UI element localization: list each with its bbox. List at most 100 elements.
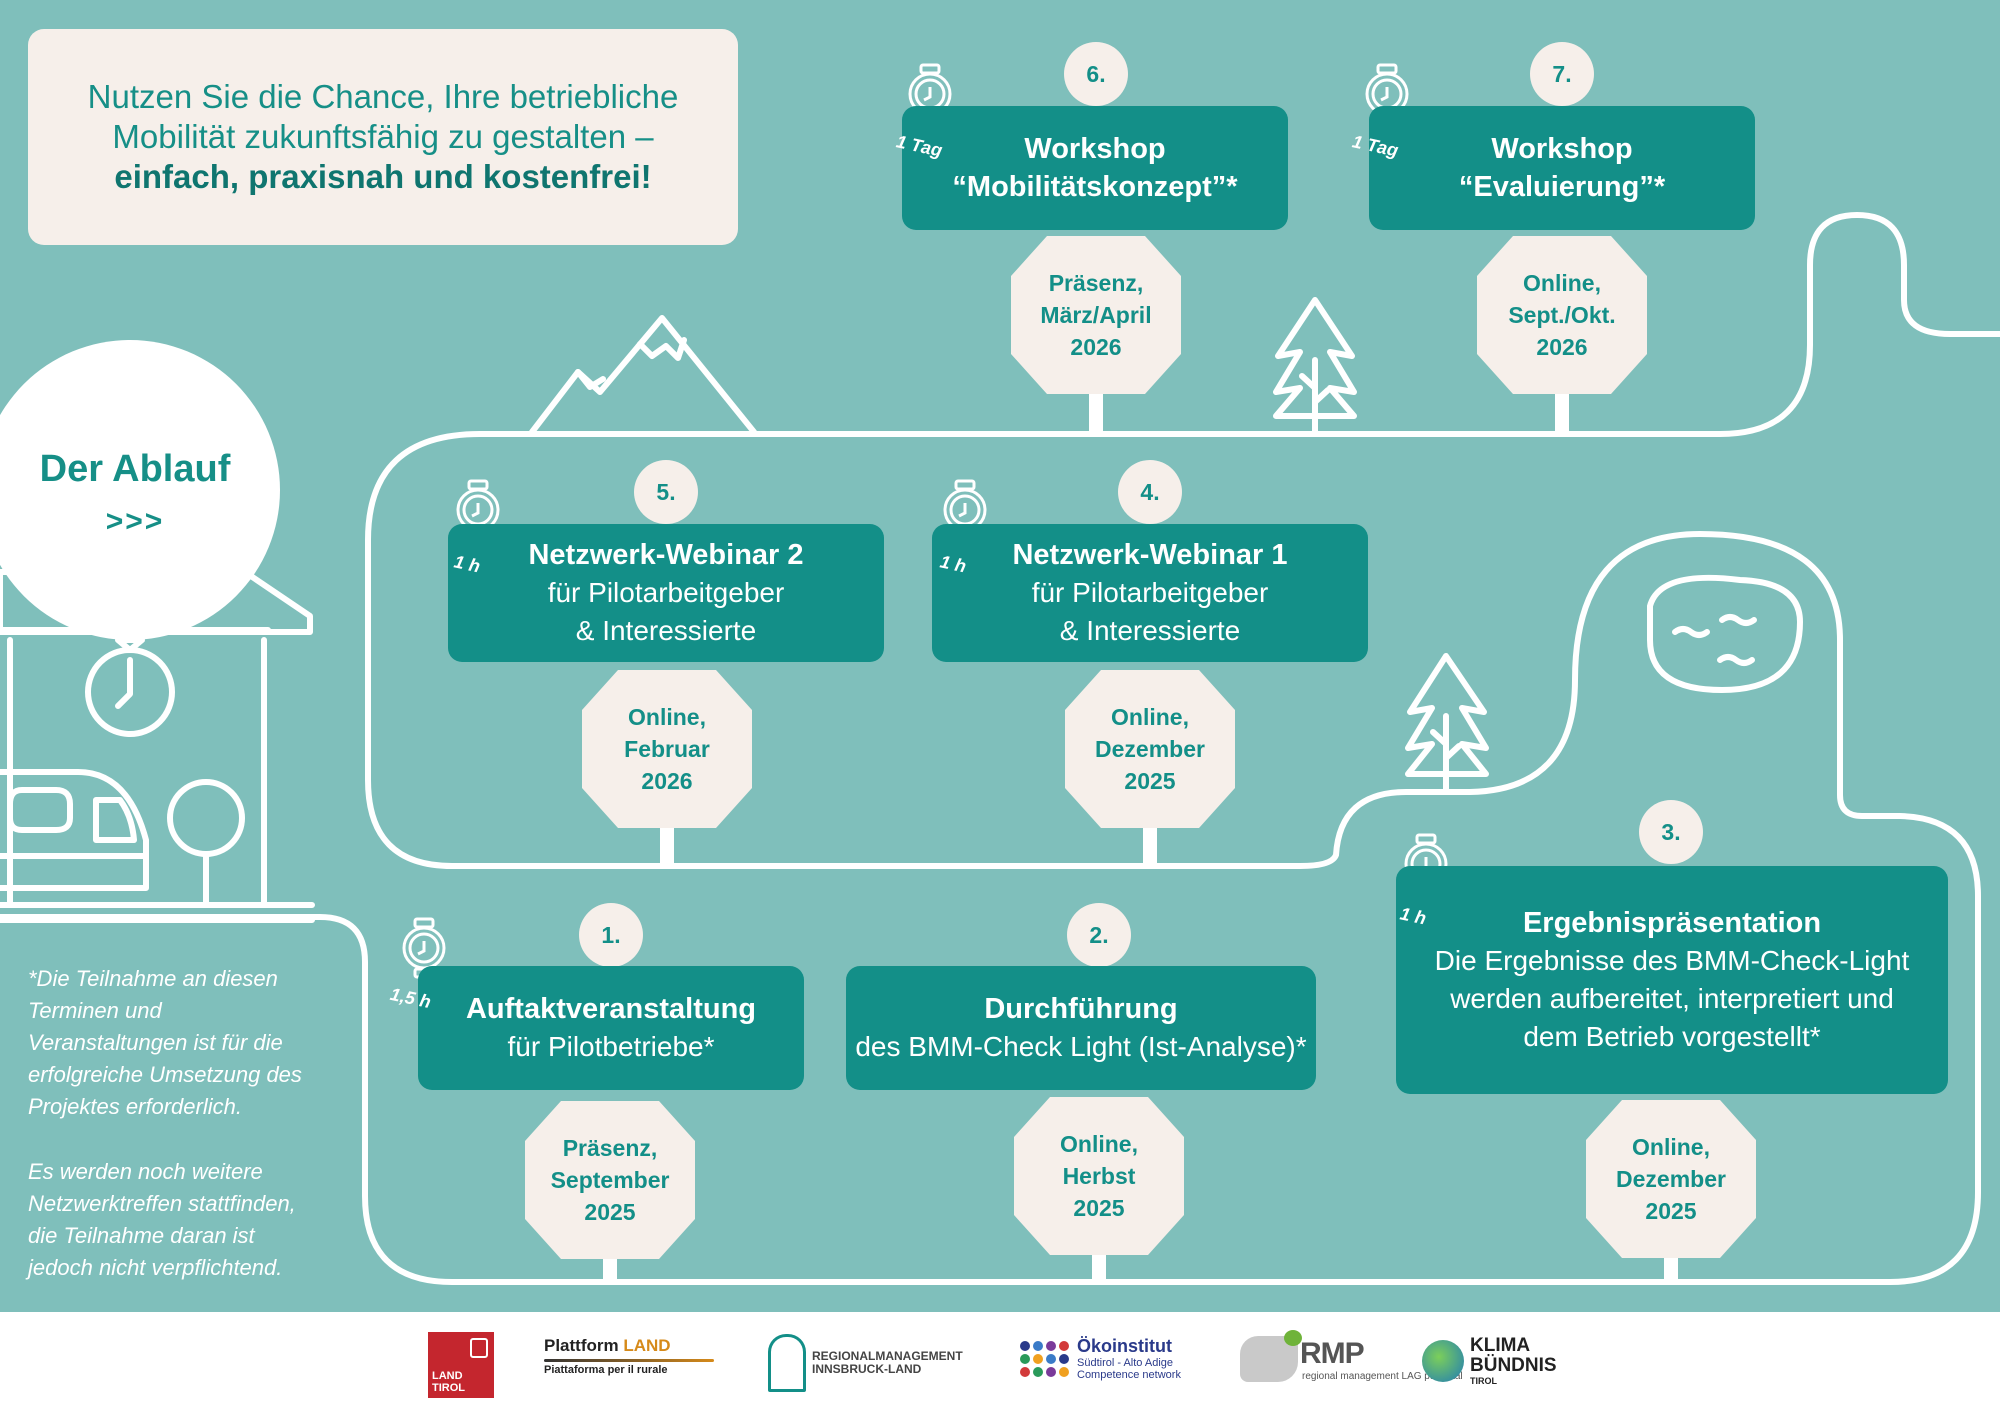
step-box-5: Netzwerk-Webinar 2 für Pilotarbeitgeber … <box>448 524 884 662</box>
date-when: Sept./Okt. <box>1508 302 1616 328</box>
step-title: Netzwerk-Webinar 2 <box>528 539 804 571</box>
step-line: “Evaluierung”* <box>1458 171 1666 203</box>
step-date-2: Online, Herbst 2025 <box>1014 1106 1184 1246</box>
step-line: für Pilotarbeitgeber <box>547 577 785 608</box>
step-line: Die Ergebnisse des BMM-Check-Light <box>1434 945 1910 976</box>
step-line: für Pilotarbeitgeber <box>1031 577 1269 608</box>
note-line: jedoch nicht verpflichtend. <box>28 1255 283 1280</box>
land-tirol-logo: LAND TIROL <box>428 1332 494 1398</box>
note-line: Veranstaltungen ist für die <box>28 1030 283 1055</box>
note-line: Netzwerktreffen stattfinden, <box>28 1191 296 1216</box>
date-year: 2025 <box>1073 1195 1125 1221</box>
step-box-6: Workshop “Mobilitätskonzept”* <box>902 106 1288 230</box>
step-number-5: 5. <box>634 460 698 524</box>
intro-line-2: Mobilität zukunftsfähig zu gestalten – <box>112 118 654 155</box>
globe-icon <box>1422 1340 1464 1382</box>
date-when: September <box>550 1167 670 1193</box>
date-year: 2026 <box>1536 334 1588 360</box>
step-title: Netzwerk-Webinar 1 <box>1012 539 1288 571</box>
octagon-sign <box>1586 1100 1756 1258</box>
plattform-land-logo: Plattform LAND Piattaforma per il rurale <box>544 1336 714 1376</box>
logo-text: Piattaforma per il rurale <box>544 1364 668 1376</box>
logo-text: INNSBRUCK-LAND <box>812 1362 922 1376</box>
rmp-logo: RMP regional management LAG pustertal <box>1240 1330 1463 1382</box>
footer-logos <box>0 1312 2000 1414</box>
logo-text: TIROL <box>432 1382 465 1394</box>
step-date-5: Online, Februar 2026 <box>582 679 752 819</box>
dots-icon <box>1020 1340 1069 1377</box>
date-mode: Online, <box>628 704 706 730</box>
octagon-signs <box>525 236 1756 1259</box>
optional-note: Es werden noch weitere Netzwerktreffen s… <box>28 1156 328 1284</box>
logo-text: REGIONALMANAGEMENT <box>812 1349 963 1363</box>
step-line: “Mobilitätskonzept”* <box>952 171 1238 203</box>
date-mode: Online, <box>1632 1134 1710 1160</box>
date-when: März/April <box>1040 302 1152 328</box>
tree-icon <box>1405 653 1489 793</box>
date-mode: Online, <box>1060 1131 1138 1157</box>
logo-text: RMP <box>1300 1337 1365 1370</box>
note-line: Es werden noch weitere <box>28 1159 263 1184</box>
intro-line-1: Nutzen Sie die Chance, Ihre betriebliche <box>87 78 679 115</box>
tree-icon <box>1273 297 1357 435</box>
date-year: 2026 <box>641 768 693 794</box>
eagle-icon <box>470 1338 488 1358</box>
note-line: erfolgreiche Umsetzung des <box>28 1062 302 1087</box>
logo-text: LAND <box>432 1370 463 1382</box>
road-path <box>0 212 2000 1285</box>
step-title: Workshop <box>1491 133 1633 165</box>
region-map-icon <box>1240 1330 1302 1382</box>
road-scene <box>0 63 2000 1285</box>
note-line: Terminen und <box>28 998 162 1023</box>
step-subtitle: für Pilotbetriebe* <box>507 1031 715 1062</box>
date-year: 2025 <box>1124 768 1176 794</box>
step-box-2: Durchführung des BMM-Check Light (Ist-An… <box>846 966 1316 1090</box>
lake-icon <box>1647 574 1803 693</box>
step-number-1: 1. <box>579 903 643 967</box>
step-date-4: Online, Dezember 2025 <box>1065 679 1235 819</box>
rm-mark-icon <box>768 1334 806 1392</box>
intro-line-3: einfach, praxisnah und kostenfrei! <box>114 158 652 195</box>
step-number-4: 4. <box>1118 460 1182 524</box>
logo-text: Ökoinstitut <box>1077 1336 1172 1356</box>
step-date-7: Online, Sept./Okt. 2026 <box>1477 245 1647 385</box>
step-title: Durchführung <box>984 993 1178 1025</box>
step-number-6: 6. <box>1064 42 1128 106</box>
mountain-icon <box>529 315 757 435</box>
step-title: Workshop <box>1024 133 1166 165</box>
train-icon <box>0 769 149 891</box>
logo-text: BÜNDNIS <box>1470 1355 1557 1376</box>
step-date-1: Präsenz, September 2025 <box>525 1110 695 1250</box>
step-box-1: Auftaktveranstaltung für Pilotbetriebe* <box>418 966 804 1090</box>
logo-text: Competence network <box>1077 1369 1181 1381</box>
date-year: 2025 <box>1645 1198 1697 1224</box>
ablauf-arrows: >>> <box>105 505 165 538</box>
mandatory-note: *Die Teilnahme an diesen Terminen und Ve… <box>28 963 328 1123</box>
oekoinstitut-logo: Ökoinstitut Südtirol - Alto Adige Compet… <box>1020 1336 1181 1381</box>
logo-text: Südtirol - Alto Adige <box>1077 1357 1174 1369</box>
note-line: *Die Teilnahme an diesen <box>28 966 278 991</box>
step-line: dem Betrieb vorgestellt* <box>1523 1021 1821 1052</box>
date-mode: Online, <box>1111 704 1189 730</box>
step-box-3: Ergebnispräsentation Die Ergebnisse des … <box>1396 866 1948 1094</box>
bush-icon <box>167 779 245 857</box>
step-subtitle: des BMM-Check Light (Ist-Analyse)* <box>855 1031 1307 1062</box>
date-when: Herbst <box>1062 1163 1136 1189</box>
step-line: werden aufbereitet, interpretiert und <box>1450 983 1894 1014</box>
logo-text: KLIMA <box>1470 1335 1531 1356</box>
step-box-4: Netzwerk-Webinar 1 für Pilotarbeitgeber … <box>932 524 1368 662</box>
date-mode: Online, <box>1523 270 1601 296</box>
octagon-sign <box>1014 1097 1184 1255</box>
date-when: Februar <box>624 736 710 762</box>
octagon-sign <box>1477 236 1647 394</box>
logo-text: Plattform <box>544 1336 619 1355</box>
logo-text: LAND <box>623 1336 671 1355</box>
step-title: Auftaktveranstaltung <box>465 993 757 1025</box>
step-number-2: 2. <box>1067 903 1131 967</box>
step-line: & Interessierte <box>1059 615 1241 646</box>
step-number-3: 3. <box>1639 800 1703 864</box>
date-when: Dezember <box>1616 1166 1726 1192</box>
date-year: 2025 <box>584 1199 636 1225</box>
regionalmanagement-logo: REGIONALMANAGEMENT INNSBRUCK-LAND <box>768 1334 963 1392</box>
